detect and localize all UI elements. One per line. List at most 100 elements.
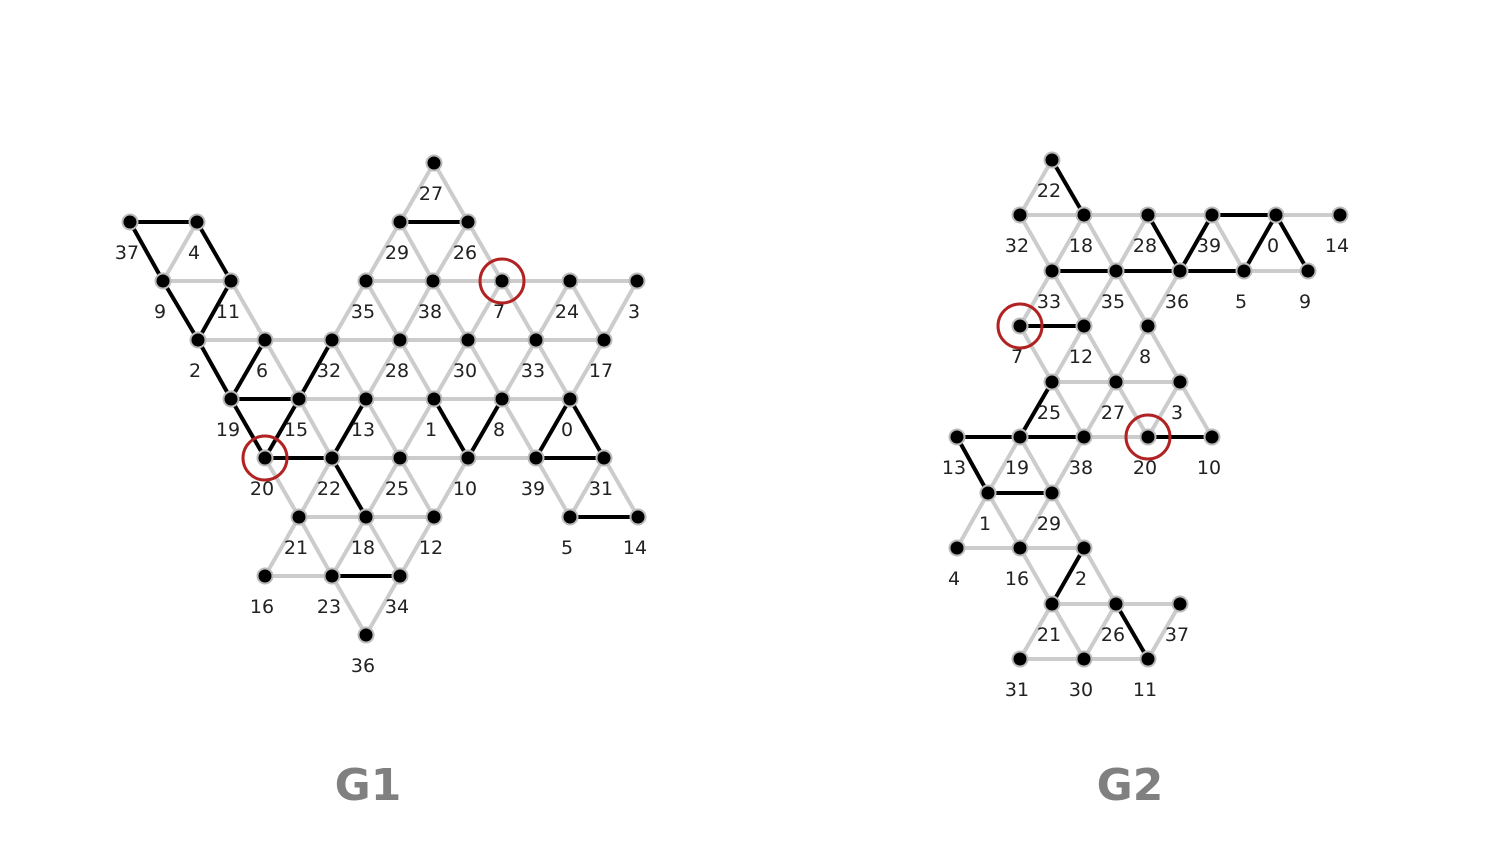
g2-gray-edge-39-5: [1210, 213, 1246, 273]
g2-node-19: [1011, 428, 1029, 446]
g2-node-label-7: 7: [1011, 346, 1023, 368]
g2-gray-edge-2-26: [1082, 546, 1118, 606]
g1-gray-edge-31-5: [568, 456, 606, 519]
g1-black-edge-0-31: [568, 397, 606, 460]
g1-node-label-21: 21: [284, 537, 308, 559]
g2-node-label-13: 13: [942, 457, 966, 479]
g2-gray-edge-8-3: [1146, 324, 1182, 384]
g1-gray-edge-7-30: [466, 279, 504, 342]
g1-gray-edge-25-12: [398, 456, 436, 519]
g1-black-edge-11-2: [196, 279, 233, 342]
g1-node-label-36: 36: [351, 655, 375, 677]
g1-gray-edge-24-17: [568, 279, 606, 342]
g1-node-11: [222, 272, 240, 290]
g2-highlight-circles: [996, 302, 1172, 461]
g2-black-edge-0-9: [1274, 213, 1310, 273]
g1-node-36: [357, 626, 375, 644]
g1-node-label-33: 33: [521, 360, 545, 382]
g2-node-32: [1011, 206, 1029, 224]
g1-node-4: [188, 213, 206, 231]
g2-node-20: [1139, 428, 1157, 446]
g2-node-label-12: 12: [1069, 346, 1093, 368]
g2-node-label-26: 26: [1101, 624, 1125, 646]
g1-gray-edge-17-0: [568, 338, 606, 401]
g1-node-7: [493, 272, 511, 290]
g1-gray-edge-29-35: [364, 220, 402, 283]
g1-node-26: [459, 213, 477, 231]
g1-node-12: [425, 508, 443, 526]
g2-gray-edge-7-25: [1018, 324, 1054, 384]
g1-node-17: [595, 331, 613, 349]
g2-gray-edge-32-33: [1018, 213, 1054, 273]
g1-node-label-7: 7: [493, 301, 505, 323]
g1-node-6: [256, 331, 274, 349]
g1-highlight-ring-7: [478, 257, 526, 305]
g1-node-label-28: 28: [385, 360, 409, 382]
g1-gray-edge-13-25: [364, 397, 402, 460]
g1-node-label-34: 34: [385, 596, 409, 618]
g1-node-10: [459, 449, 477, 467]
g1-node-label-31: 31: [589, 478, 613, 500]
g2-black-edge-5-0: [1242, 213, 1278, 273]
g1-gray-edge-24-33: [534, 279, 572, 342]
g2-node-5: [1235, 262, 1253, 280]
g2-highlight-ring-7: [996, 302, 1044, 350]
g1-node-label-29: 29: [385, 242, 409, 264]
g1-black-edge-37-9: [128, 220, 165, 283]
g1-gray-edge-30-1: [432, 338, 470, 401]
g2-gray-edge-21-30: [1050, 602, 1086, 661]
g2-gray-edge-27-20: [1114, 380, 1150, 439]
g1-node-19: [222, 390, 240, 408]
g1-gray-edge-18-23: [330, 515, 368, 578]
g1-highlight-ring-20: [241, 434, 289, 482]
g1-node-25: [391, 449, 409, 467]
g1-gray-edge-4-9: [161, 220, 199, 283]
g2-node-11: [1139, 650, 1157, 668]
g2-node-2: [1075, 539, 1093, 557]
g1-node-label-5: 5: [561, 537, 573, 559]
g1-node-33: [527, 331, 545, 349]
g2-node-label-2: 2: [1075, 568, 1087, 590]
g1-black-edge-13-22: [330, 397, 368, 460]
g2-node-label-21: 21: [1037, 624, 1061, 646]
g1-node-label-27: 27: [419, 183, 443, 205]
g1-gray-edge-28-13: [364, 338, 402, 401]
g1-black-edge-1-10: [432, 397, 470, 460]
g1-node-23: [323, 567, 341, 585]
g2-node-label-16: 16: [1005, 568, 1029, 590]
g2-gray-edge-12-25: [1050, 324, 1086, 384]
g2-black-edges: [955, 158, 1310, 661]
g1-node-label-17: 17: [589, 360, 613, 382]
g1-node-label-24: 24: [555, 301, 579, 323]
g1-node-label-25: 25: [385, 478, 409, 500]
g1-node-label-0: 0: [561, 419, 573, 441]
g2-node-16: [1011, 539, 1029, 557]
g1-node-label-22: 22: [317, 478, 341, 500]
g1-node-28: [391, 331, 409, 349]
g2-gray-edge-3-20: [1146, 380, 1182, 439]
g1-nodes: [121, 154, 647, 644]
g2-title: G2: [1097, 760, 1164, 811]
g1-gray-edge-26-7: [466, 220, 504, 283]
g2-node-25: [1043, 373, 1061, 391]
g1-gray-edge-6-15: [263, 338, 301, 401]
g1-gray-edge-26-38: [431, 220, 470, 283]
g1-node-34: [391, 567, 409, 585]
g2-gray-edge-33-12: [1050, 269, 1086, 328]
g2-node-3: [1171, 373, 1189, 391]
g1-node-label-23: 23: [317, 596, 341, 618]
g1-black-edge-0-39: [534, 397, 572, 460]
g1-node-label-11: 11: [216, 301, 240, 323]
g2-node-22: [1043, 151, 1061, 169]
g2-node-30: [1075, 650, 1093, 668]
g2-gray-edge-28-35: [1114, 213, 1150, 273]
g1-node-label-6: 6: [256, 360, 268, 382]
g2-node-7: [1011, 317, 1029, 335]
g1-black-edge-6-19: [229, 338, 267, 401]
g1-node-16: [256, 567, 274, 585]
g2-node-label-18: 18: [1069, 235, 1093, 257]
g2-node-label-27: 27: [1101, 402, 1125, 424]
g1-node-label-30: 30: [453, 360, 477, 382]
g2-node-29: [1043, 484, 1061, 502]
